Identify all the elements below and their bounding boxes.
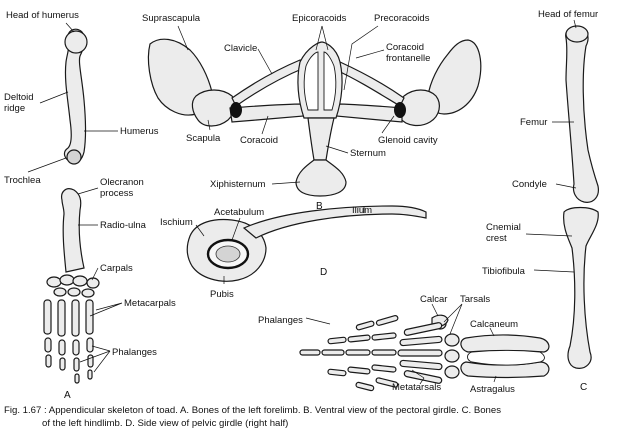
acetabulum-inner (215, 245, 241, 263)
sternum-bone (307, 117, 335, 161)
label-precoracoids: Precoracoids (374, 13, 430, 24)
label-calcaneum: Calcaneum (470, 319, 518, 330)
label-coracoid: Coracoid (240, 135, 278, 146)
label-epicoracoids: Epicoracoids (292, 13, 347, 24)
label-suprascapula: Suprascapula (142, 13, 201, 24)
label-calcar: Calcar (420, 294, 447, 305)
label-metacarpals: Metacarpals (124, 298, 176, 309)
label-head-of-humerus: Head of humerus (6, 10, 79, 21)
pelvic-girdle-group: Ischium Acetabulum Ilium Pubis D (160, 205, 427, 300)
label-phalanges-hind: Phalanges (258, 315, 303, 326)
label-panel-b: B (316, 201, 323, 212)
label-cnemial-crest-1: Cnemial (486, 222, 521, 233)
glenoid-cavity-left (230, 102, 242, 118)
label-condyle: Condyle (512, 179, 547, 190)
label-ischium: Ischium (160, 217, 193, 228)
label-ilium: Ilium (352, 205, 372, 216)
ilium-bone (242, 205, 427, 239)
label-sternum: Sternum (350, 148, 386, 159)
clavicle-right (335, 61, 405, 107)
trochlea-bone (66, 149, 82, 165)
label-humerus: Humerus (120, 126, 159, 137)
figure-caption: Fig. 1.67 : Appendicular skeleton of toa… (4, 404, 620, 430)
coracoid-frontanelle-right (323, 51, 337, 111)
glenoid-cavity-right (394, 102, 406, 118)
label-glenoid-cavity: Glenoid cavity (378, 135, 438, 146)
carpals-group (46, 274, 100, 298)
femur-bone (565, 26, 599, 203)
caption-line-1: Fig. 1.67 : Appendicular skeleton of toa… (4, 405, 502, 416)
label-trochlea: Trochlea (4, 175, 41, 186)
humerus-head (64, 30, 88, 54)
tibiofibula-bone (563, 206, 599, 369)
coracoid-right (335, 103, 403, 123)
phalanges-hind-group (299, 315, 399, 392)
label-femur: Femur (520, 117, 547, 128)
tarsal-cavity (467, 350, 545, 366)
label-olecranon-2: process (100, 188, 134, 199)
calcaneum-bone (460, 334, 550, 353)
label-panel-a: A (64, 390, 71, 401)
label-coracoid-frontanelle-1: Coracoid (386, 42, 424, 53)
label-astragalus: Astragalus (470, 384, 515, 395)
label-cnemial-crest-2: crest (486, 233, 507, 244)
radio-ulna-bone (61, 188, 85, 273)
label-clavicle: Clavicle (224, 43, 257, 54)
label-panel-d: D (320, 267, 327, 278)
pectoral-girdle-group: Suprascapula Epicoracoids Precoracoids C… (142, 13, 482, 212)
phalanges-fore-group (44, 337, 94, 384)
scapula-left (191, 89, 237, 127)
label-xiphisternum: Xiphisternum (210, 179, 266, 190)
label-scapula: Scapula (186, 133, 221, 144)
forelimb-group: Head of humerus Deltoid ridge Humerus Tr… (4, 10, 176, 401)
caption-line-2: of the left hindlimb. D. Side view of pe… (42, 418, 289, 429)
label-carpals: Carpals (100, 263, 133, 274)
coracoid-frontanelle-left (303, 51, 319, 111)
metatarsals-group (397, 322, 443, 384)
label-panel-c: C (580, 382, 587, 393)
label-pubis: Pubis (210, 289, 234, 300)
label-acetabulum: Acetabulum (214, 207, 264, 218)
label-radio-ulna: Radio-ulna (100, 220, 147, 231)
metacarpals-group (43, 299, 94, 337)
label-tarsals: Tarsals (460, 294, 490, 305)
label-deltoid-ridge-2: ridge (4, 103, 25, 114)
label-metatarsals: Metatarsals (392, 382, 441, 393)
label-head-of-femur: Head of femur (538, 9, 598, 20)
label-tibiofibula: Tibiofibula (482, 266, 526, 277)
foot-group: Calcar Tarsals Phalanges Calcaneum Metat… (258, 294, 550, 395)
label-phalanges-fore: Phalanges (112, 347, 157, 358)
femur-head (565, 25, 589, 43)
label-coracoid-frontanelle-2: frontanelle (386, 53, 430, 64)
label-olecranon-1: Olecranon (100, 177, 144, 188)
hindlimb-group: Head of femur Femur Condyle Cnemial cres… (482, 9, 599, 393)
label-deltoid-ridge-1: Deltoid (4, 92, 34, 103)
xiphisternum-bone (295, 159, 347, 197)
